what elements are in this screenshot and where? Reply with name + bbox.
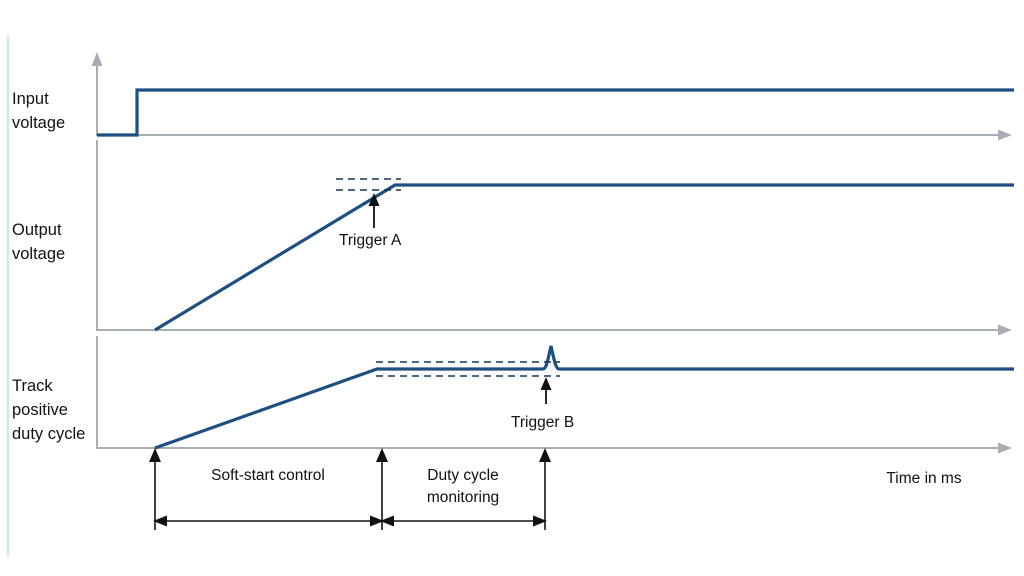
row-label-input-voltage-line2: voltage	[12, 114, 65, 132]
row-label-input-voltage-line1: Input	[12, 90, 49, 108]
row-label-track-duty-cycle-line2: positive	[12, 401, 68, 419]
row-track-positive-duty-cycle: Trigger B Track positive duty cycle	[12, 336, 1014, 454]
output-voltage-waveform	[154, 183, 1014, 332]
track-duty-cycle-waveform	[154, 345, 1014, 450]
soft-start-span-arrowhead-right	[370, 515, 384, 527]
input-voltage-waveform	[97, 88, 1014, 137]
phase-measurement-group: Soft-start control Duty cycle monitoring	[149, 448, 551, 530]
row-label-track-duty-cycle-line1: Track	[12, 377, 53, 395]
phase-boundary-arrowhead-end	[539, 448, 551, 462]
x-axis-label: Time in ms	[886, 470, 961, 487]
trigger-b-label: Trigger B	[511, 414, 574, 431]
trigger-b-callout-arrowhead	[540, 377, 552, 390]
soft-start-span-arrowhead-left	[153, 515, 167, 527]
trigger-a-label: Trigger A	[339, 232, 402, 249]
row-label-track-duty-cycle-line3: duty cycle	[12, 425, 85, 443]
phase-label-duty-cycle-monitoring-line2: monitoring	[427, 489, 499, 506]
input-voltage-y-axis-arrowhead	[91, 52, 103, 66]
row-output-voltage: Trigger A Output voltage	[12, 140, 1014, 336]
track-duty-cycle-x-axis-arrowhead	[998, 442, 1012, 454]
duty-cycle-span-arrowhead-left	[380, 515, 394, 527]
row-input-voltage: Input voltage	[12, 52, 1014, 141]
output-voltage-x-axis-arrowhead	[998, 324, 1012, 336]
phase-label-soft-start-control: Soft-start control	[211, 467, 325, 484]
duty-cycle-span-arrowhead-right	[533, 515, 547, 527]
phase-boundary-arrowhead-middle	[376, 448, 388, 462]
input-voltage-x-axis-arrowhead	[998, 129, 1012, 141]
phase-boundary-arrowhead-start	[149, 448, 161, 462]
phase-label-duty-cycle-monitoring-line1: Duty cycle	[427, 467, 499, 484]
row-label-output-voltage-line2: voltage	[12, 245, 65, 263]
row-label-output-voltage-line1: Output	[12, 221, 62, 239]
trigger-a-callout-arrowhead	[368, 193, 380, 206]
